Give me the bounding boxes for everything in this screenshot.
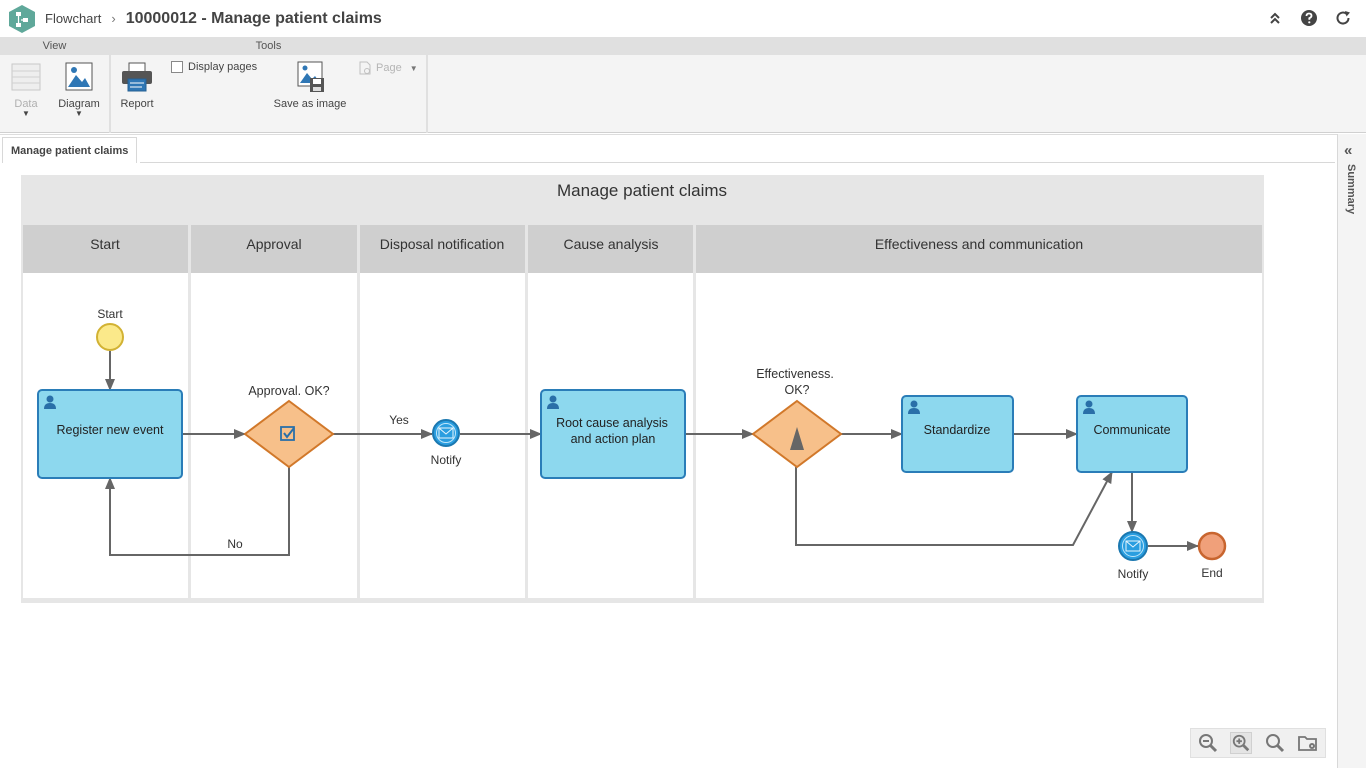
page-dropdown[interactable]: Page ▼ xyxy=(358,61,418,75)
ribbon-toolbar: View Tools Data ▼ Diagram ▼ Report Displ… xyxy=(0,37,1366,133)
task-communicate[interactable]: Communicate xyxy=(1076,395,1188,473)
checkbox-task-icon xyxy=(280,426,295,441)
gateway-approval[interactable] xyxy=(243,399,335,469)
ribbon-divider xyxy=(426,37,428,133)
ribbon-empty-header xyxy=(428,37,1366,55)
gateway-effectiveness-label-line-2: OK? xyxy=(784,383,809,397)
zoom-in-icon[interactable] xyxy=(1230,732,1253,754)
user-task-icon xyxy=(908,400,920,414)
task-root-cause-analysis[interactable]: Root cause analysis and action plan xyxy=(540,389,686,479)
ribbon-group-tools-header: Tools xyxy=(111,37,426,55)
tab-strip-border xyxy=(140,162,1335,163)
edge-label-yes: Yes xyxy=(389,413,409,427)
start-event[interactable] xyxy=(96,323,124,351)
user-task-icon xyxy=(547,395,559,409)
refresh-icon[interactable] xyxy=(1334,9,1352,27)
breadcrumb-app[interactable]: Flowchart xyxy=(45,11,102,26)
edge-effectiveness-communicate xyxy=(795,467,1113,546)
task-standardize[interactable]: Standardize xyxy=(901,395,1014,473)
page-icon xyxy=(359,61,371,75)
summary-panel-label: Summary xyxy=(1345,164,1357,215)
task-register-new-event[interactable]: Register new event xyxy=(37,389,183,479)
lane-header-start: Start xyxy=(90,236,120,252)
save-as-image-button[interactable]: Save as image xyxy=(270,61,350,110)
breadcrumb-separator: › xyxy=(111,11,116,26)
notify-event-1-label: Notify xyxy=(431,453,462,467)
display-pages-label: Display pages xyxy=(188,61,258,73)
display-pages-checkbox[interactable]: Display pages xyxy=(171,61,257,73)
diagram-image-icon xyxy=(65,62,93,91)
lane-header-cause-analysis: Cause analysis xyxy=(564,236,659,252)
collapse-up-icon[interactable] xyxy=(1266,9,1284,27)
zoom-fit-icon[interactable] xyxy=(1264,732,1286,754)
ribbon-divider xyxy=(109,37,111,133)
envelope-icon xyxy=(1125,540,1141,552)
lane-disposal-notification: Disposal notification xyxy=(360,225,525,598)
lane-header-effectiveness-communication: Effectiveness and communication xyxy=(875,236,1083,252)
notify-event-1[interactable] xyxy=(432,419,460,447)
page-title: 10000012 - Manage patient claims xyxy=(125,9,382,27)
task-label-line-1: Root cause analysis xyxy=(556,416,668,430)
start-event-label: Start xyxy=(97,307,123,321)
flowchart-app-icon xyxy=(9,4,35,33)
gateway-effectiveness-label-line-1: Effectiveness. xyxy=(756,367,834,381)
chevron-down-icon: ▼ xyxy=(409,63,418,73)
zoom-toolbar xyxy=(1190,728,1326,758)
lane-header-approval: Approval xyxy=(246,236,301,252)
checkbox-box[interactable] xyxy=(171,61,183,73)
printer-icon xyxy=(122,62,152,92)
triangle-icon xyxy=(790,427,804,450)
data-button[interactable]: Data ▼ xyxy=(8,61,44,118)
end-event-label: End xyxy=(1201,566,1222,580)
end-event[interactable] xyxy=(1197,531,1227,561)
notify-event-2[interactable] xyxy=(1118,531,1148,561)
lane-header-disposal-notification: Disposal notification xyxy=(380,236,505,252)
title-actions xyxy=(1266,9,1352,27)
user-task-icon xyxy=(1083,400,1095,414)
diagram-button[interactable]: Diagram ▼ xyxy=(56,61,102,118)
tab-manage-patient-claims[interactable]: Manage patient claims xyxy=(2,137,138,163)
notify-event-2-label: Notify xyxy=(1118,567,1149,581)
edge-label-no: No xyxy=(227,537,243,551)
pool-title: Manage patient claims xyxy=(557,181,727,200)
data-grid-icon xyxy=(11,63,41,91)
task-label: Register new event xyxy=(56,423,164,437)
double-chevron-left-icon[interactable]: « xyxy=(1344,142,1353,159)
zoom-out-icon[interactable] xyxy=(1197,732,1219,754)
task-label: Communicate xyxy=(1093,423,1170,437)
task-label: Standardize xyxy=(924,423,991,437)
save-image-icon xyxy=(297,61,324,92)
gateway-effectiveness[interactable] xyxy=(751,399,843,469)
ribbon-group-view-header: View xyxy=(0,37,109,55)
edge-approval-no-register xyxy=(105,467,290,556)
help-icon[interactable] xyxy=(1300,9,1318,27)
title-bar: Flowchart › 10000012 - Manage patient cl… xyxy=(0,0,1366,37)
summary-panel[interactable]: « Summary xyxy=(1337,134,1366,768)
envelope-icon xyxy=(438,427,454,439)
gateway-approval-label: Approval. OK? xyxy=(248,384,329,398)
chevron-down-icon: ▼ xyxy=(22,109,30,118)
task-label-line-2: and action plan xyxy=(571,432,656,446)
folder-settings-icon[interactable] xyxy=(1297,732,1319,754)
chevron-down-icon: ▼ xyxy=(75,109,83,118)
report-button[interactable]: Report xyxy=(117,61,157,110)
user-task-icon xyxy=(44,395,56,409)
